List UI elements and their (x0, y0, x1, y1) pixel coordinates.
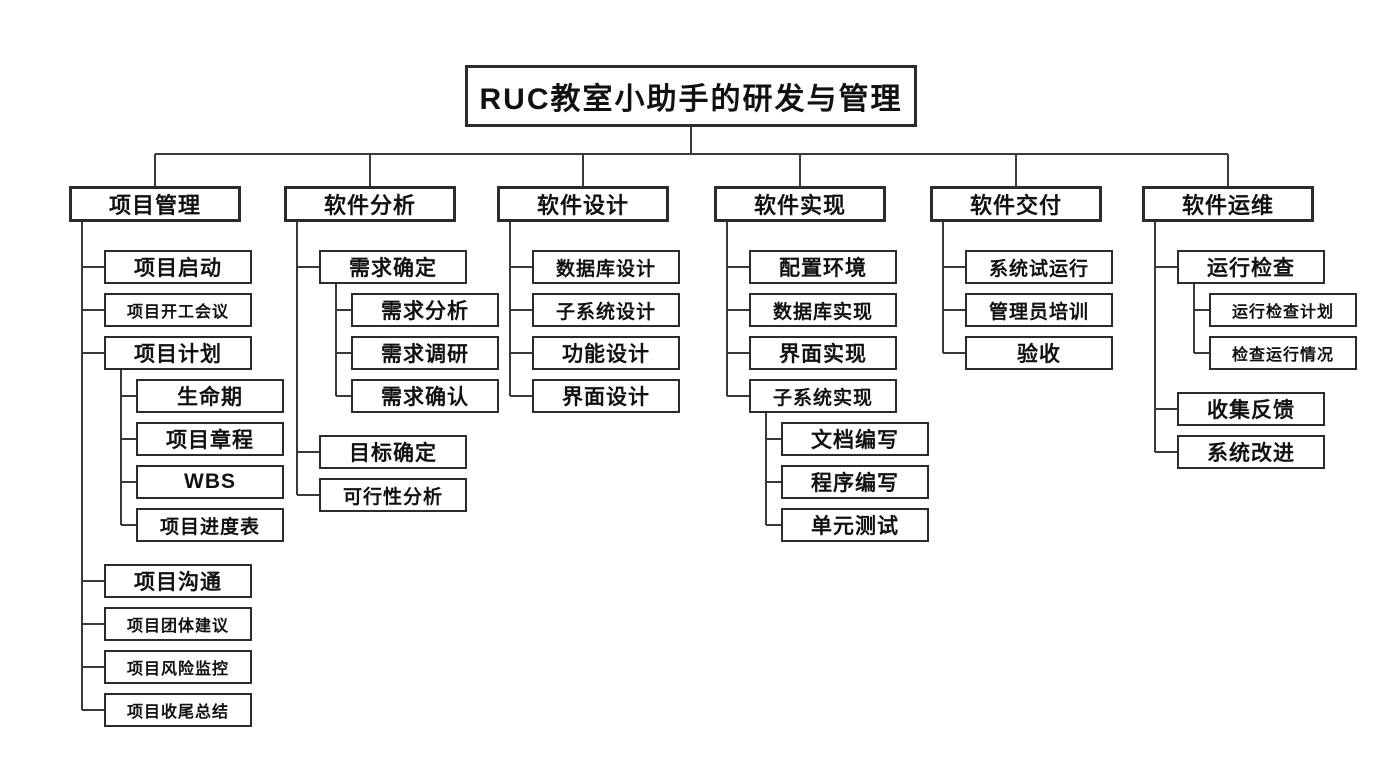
task-node: 功能设计 (532, 336, 680, 370)
subtask-node: 项目章程 (136, 422, 284, 456)
task-node: 子系统实现 (749, 379, 897, 413)
subtask-node: 运行检查计划 (1209, 293, 1357, 327)
subtask-node: 需求分析 (351, 293, 499, 327)
task-node: 子系统设计 (532, 293, 680, 327)
branch-node: 软件分析 (284, 186, 456, 222)
task-node: 目标确定 (319, 435, 467, 469)
task-node: 运行检查 (1177, 250, 1325, 284)
branch-node: 软件运维 (1142, 186, 1314, 222)
task-node: 界面设计 (532, 379, 680, 413)
task-node: 数据库设计 (532, 250, 680, 284)
task-node: 可行性分析 (319, 478, 467, 512)
task-node: 项目团体建议 (104, 607, 252, 641)
root-node: RUC教室小助手的研发与管理 (465, 65, 917, 127)
subtask-node: 检查运行情况 (1209, 336, 1357, 370)
task-node: 项目启动 (104, 250, 252, 284)
task-node: 配置环境 (749, 250, 897, 284)
branch-node: 软件实现 (714, 186, 886, 222)
subtask-node: 程序编写 (781, 465, 929, 499)
task-node: 项目计划 (104, 336, 252, 370)
task-node: 项目沟通 (104, 564, 252, 598)
task-node: 数据库实现 (749, 293, 897, 327)
subtask-node: 项目进度表 (136, 508, 284, 542)
task-node: 需求确定 (319, 250, 467, 284)
subtask-node: 需求调研 (351, 336, 499, 370)
branch-node: 项目管理 (69, 186, 241, 222)
subtask-node: 需求确认 (351, 379, 499, 413)
task-node: 收集反馈 (1177, 392, 1325, 426)
subtask-node: 单元测试 (781, 508, 929, 542)
task-node: 验收 (965, 336, 1113, 370)
subtask-node: 生命期 (136, 379, 284, 413)
task-node: 项目开工会议 (104, 293, 252, 327)
branch-node: 软件设计 (497, 186, 669, 222)
task-node: 系统试运行 (965, 250, 1113, 284)
subtask-node: WBS (136, 465, 284, 499)
task-node: 管理员培训 (965, 293, 1113, 327)
task-node: 项目收尾总结 (104, 693, 252, 727)
subtask-node: 文档编写 (781, 422, 929, 456)
task-node: 界面实现 (749, 336, 897, 370)
task-node: 项目风险监控 (104, 650, 252, 684)
task-node: 系统改进 (1177, 435, 1325, 469)
branch-node: 软件交付 (930, 186, 1102, 222)
